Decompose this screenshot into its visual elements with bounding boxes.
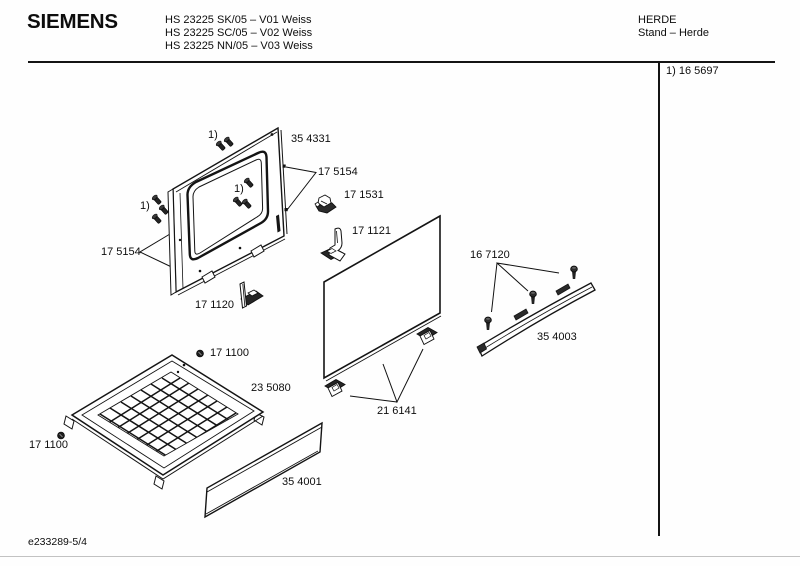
model-line-3: HS 23225 NN/05 – V03 Weiss [165,40,313,52]
part-label-354001: 35 4001 [282,476,322,488]
right-column-line [658,62,660,536]
part-label-171100-left: 17 1100 [29,439,68,451]
part-label-171100-upper: 17 1100 [210,347,249,359]
part-label-175154-right: 17 5154 [318,166,358,178]
drawer-front-354001 [204,421,323,519]
hinge-171120 [239,281,264,309]
model-list: HS 23225 SK/05 – V01 Weiss HS 23225 SC/0… [165,14,313,53]
hinge-171121 [320,227,346,262]
header-divider-line [28,61,775,63]
tray-screw-left-171100 [57,431,65,440]
model-line-2: HS 23225 SC/05 – V02 Weiss [165,27,313,39]
part-label-167120: 16 7120 [470,249,510,261]
category-subtitle: Stand – Herde [638,27,709,39]
grease-tray-235080 [63,354,265,490]
screw-note-marker-left: 1) [140,200,150,212]
door-handle-354003 [476,282,596,357]
category-title: HERDE [638,14,677,26]
clip-216141-upper [416,326,438,346]
document-reference: e233289-5/4 [28,536,87,548]
part-label-216141: 21 6141 [377,405,417,417]
part-label-235080: 23 5080 [251,382,291,394]
screw-group-left [151,194,169,224]
part-label-354331: 35 4331 [291,133,331,145]
screw-167120-b [529,290,537,304]
part-label-171121: 17 1121 [352,225,391,237]
latch-171531 [314,194,337,214]
inner-glass-panel [323,214,442,382]
category-block: HERDE Stand – Herde [638,14,709,40]
part-label-175154-left: 17 5154 [101,246,141,258]
clip-216141-lower [324,378,346,398]
screw-note-marker-center: 1) [234,183,244,195]
leader-lines [138,166,560,404]
screw-167120-c [570,265,578,279]
part-label-171120: 17 1120 [195,299,234,311]
part-label-354003: 35 4003 [537,331,577,343]
screw-167120-a [484,316,492,330]
screw-group-center [232,177,254,209]
model-line-1: HS 23225 SK/05 – V01 Weiss [165,14,312,26]
tray-screw-upper-171100 [196,349,204,358]
screw-note-marker-top: 1) [208,129,218,141]
footnote-reference: 1) 16 5697 [666,65,719,77]
siemens-logo: SIEMENS [27,10,118,33]
door-frame-354331 [167,126,288,296]
handle-screws-167120 [484,265,578,330]
part-label-171531: 17 1531 [344,189,384,201]
screw-group-top [215,136,234,151]
page-bottom-line [0,556,800,557]
